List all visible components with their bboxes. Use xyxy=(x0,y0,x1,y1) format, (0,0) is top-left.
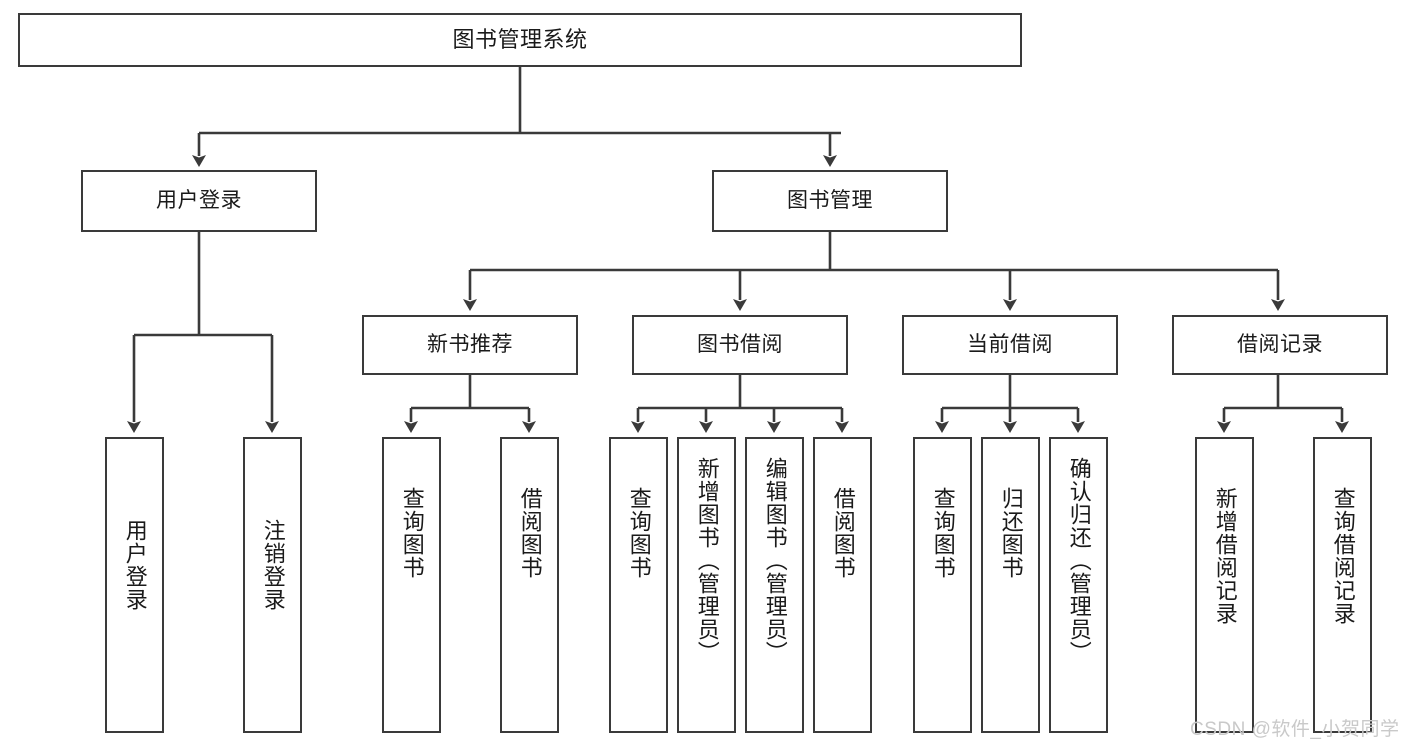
node-book-management[interactable]: 图书管理 xyxy=(712,170,948,232)
leaf-user-logout[interactable]: 注销登录 xyxy=(243,437,302,733)
leaf-borrow-book-recommend[interactable]: 借阅图书 xyxy=(500,437,559,733)
watermark-text: CSDN @软件_小贺同学 xyxy=(1190,719,1400,740)
node-label: 借阅图书 xyxy=(830,487,856,579)
node-label: 注销登录 xyxy=(260,519,286,611)
leaf-query-borrow-record[interactable]: 查询借阅记录 xyxy=(1313,437,1372,733)
node-user-login[interactable]: 用户登录 xyxy=(81,170,317,232)
leaf-return-book[interactable]: 归还图书 xyxy=(981,437,1040,733)
node-new-book-recommend[interactable]: 新书推荐 xyxy=(362,315,578,375)
node-borrow-record[interactable]: 借阅记录 xyxy=(1172,315,1388,375)
node-label: 借阅记录 xyxy=(1237,332,1323,356)
node-label: 查询图书 xyxy=(399,487,425,579)
node-current-borrow[interactable]: 当前借阅 xyxy=(902,315,1118,375)
node-label: 查询借阅记录 xyxy=(1330,487,1356,625)
leaf-query-book-borrow[interactable]: 查询图书 xyxy=(609,437,668,733)
node-label: 归还图书 xyxy=(998,487,1024,579)
leaf-add-borrow-record[interactable]: 新增借阅记录 xyxy=(1195,437,1254,733)
node-label: 当前借阅 xyxy=(967,332,1053,356)
node-root-book-management-system[interactable]: 图书管理系统 xyxy=(18,13,1022,67)
node-label: 借阅图书 xyxy=(517,487,543,579)
node-label: 编辑图书（管理员） xyxy=(762,457,788,664)
node-label: 确认归还（管理员） xyxy=(1066,457,1092,664)
node-label: 查询图书 xyxy=(930,487,956,579)
node-label: 图书借阅 xyxy=(697,332,783,356)
leaf-edit-book-admin[interactable]: 编辑图书（管理员） xyxy=(745,437,804,733)
node-label: 图书管理 xyxy=(787,188,873,212)
leaf-query-book-recommend[interactable]: 查询图书 xyxy=(382,437,441,733)
leaf-query-book-current[interactable]: 查询图书 xyxy=(913,437,972,733)
node-label: 新增图书（管理员） xyxy=(694,457,720,664)
leaf-add-book-admin[interactable]: 新增图书（管理员） xyxy=(677,437,736,733)
leaf-user-login[interactable]: 用户登录 xyxy=(105,437,164,733)
node-label: 新增借阅记录 xyxy=(1212,487,1238,625)
node-label: 用户登录 xyxy=(156,188,242,212)
leaf-confirm-return-admin[interactable]: 确认归还（管理员） xyxy=(1049,437,1108,733)
node-label: 用户登录 xyxy=(122,519,148,611)
leaf-borrow-book[interactable]: 借阅图书 xyxy=(813,437,872,733)
node-label: 新书推荐 xyxy=(427,332,513,356)
node-book-borrow[interactable]: 图书借阅 xyxy=(632,315,848,375)
node-label: 图书管理系统 xyxy=(452,27,588,53)
node-label: 查询图书 xyxy=(626,487,652,579)
